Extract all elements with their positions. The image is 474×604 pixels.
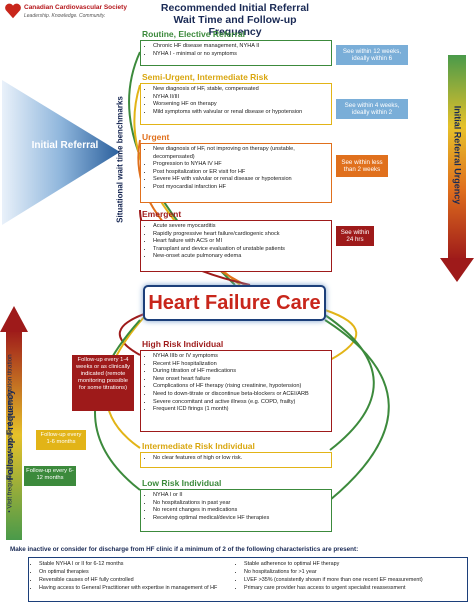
emergent-wait-tag: See within 24 hrs bbox=[336, 226, 374, 246]
list-item: NYHA II/III bbox=[153, 94, 327, 102]
routine-wait-tag: See within 12 weeks, ideally within 6 bbox=[336, 45, 408, 65]
benchmarks-label: Situational wait time benchmarks bbox=[115, 96, 125, 223]
list-item: Need to down-titrate or discontinue beta… bbox=[153, 391, 327, 399]
urgency-label: Initial Referral Urgency bbox=[452, 105, 463, 205]
org-name: Canadian Cardiovascular Society bbox=[24, 4, 127, 11]
list-item: No hospitalizations in past year bbox=[153, 500, 327, 508]
low-risk-heading: Low Risk Individual bbox=[142, 478, 222, 488]
medication-titration-note: • Visit frequency may increase during me… bbox=[6, 354, 14, 513]
list-item: Acute severe myocarditis bbox=[153, 223, 327, 231]
semi-urgent-wait-tag: See within 4 weeks, ideally within 2 bbox=[336, 99, 408, 119]
list-item: Receiving optimal medical/device HF ther… bbox=[153, 515, 327, 523]
list-item: Stable NYHA I or II for 6-12 months bbox=[39, 560, 232, 568]
low-risk-box: NYHA I or II No hospitalizations in past… bbox=[140, 489, 332, 532]
list-item: No clear features of high or low risk. bbox=[153, 455, 327, 463]
list-item: Primary care provider has access to urge… bbox=[244, 584, 465, 592]
title-line-2: Wait Time and Follow-up Frequency bbox=[173, 14, 297, 38]
list-item: Post myocardial infarction HF bbox=[153, 184, 327, 192]
list-item: No hospitalizations for >1 year bbox=[244, 568, 465, 576]
list-item: Severe HF with valvular or renal disease… bbox=[153, 176, 327, 184]
initial-referral-arrow bbox=[2, 80, 120, 225]
right-return-line-3 bbox=[324, 319, 390, 501]
semi-urgent-box: New diagnosis of HF, stable, compensated… bbox=[140, 83, 332, 125]
list-item: Chronic HF disease management, NYHA II bbox=[153, 43, 327, 51]
list-item: Having access to General Practitioner wi… bbox=[39, 584, 232, 592]
list-item: Worsening HF on therapy bbox=[153, 101, 327, 109]
initial-referral-label: Initial Referral bbox=[31, 140, 99, 151]
list-item: Mild symptoms with valvular or renal dis… bbox=[153, 109, 327, 117]
list-item: During titration of HF medications bbox=[153, 368, 327, 376]
urgency-arrow-head bbox=[440, 258, 474, 282]
list-item: Recent HF hospitalization bbox=[153, 361, 327, 369]
high-risk-heading: High Risk Individual bbox=[142, 339, 224, 349]
list-item: New onset heart failure bbox=[153, 376, 327, 384]
heart-logo-icon bbox=[5, 3, 21, 19]
discharge-title: Make inactive or consider for discharge … bbox=[10, 546, 359, 553]
discharge-left-column: Stable NYHA I or II for 6-12 months On o… bbox=[29, 558, 234, 592]
followup-arrow-shaft bbox=[6, 330, 22, 540]
page-title: Recommended Initial Referral Wait Time a… bbox=[150, 2, 320, 38]
org-tagline: Leadership. Knowledge. Community. bbox=[24, 13, 106, 19]
list-item: NYHA IIIb or IV symptoms bbox=[153, 353, 327, 361]
urgent-box: New diagnosis of HF, not improving on th… bbox=[140, 143, 332, 203]
followup-tag-low: Follow-up every 6-12 months bbox=[24, 466, 76, 486]
logo: Canadian Cardiovascular Society Leadersh… bbox=[4, 2, 144, 24]
high-risk-return-line bbox=[119, 311, 151, 356]
urgent-heading: Urgent bbox=[142, 132, 170, 142]
list-item: NYHA I - minimal or no symptoms bbox=[153, 51, 327, 59]
routine-heading: Routine, Elective Referral bbox=[142, 29, 245, 39]
list-item: Complications of HF therapy (rising crea… bbox=[153, 383, 327, 391]
list-item: Post hospitalization or ER visit for HF bbox=[153, 169, 327, 177]
intermediate-risk-box: No clear features of high or low risk. bbox=[140, 452, 332, 468]
list-item: New diagnosis of HF, stable, compensated bbox=[153, 86, 327, 94]
low-risk-return-line bbox=[94, 319, 141, 491]
right-return-line-1 bbox=[324, 309, 358, 361]
heart-failure-care-box: Heart Failure Care bbox=[143, 285, 326, 321]
discharge-right-column: Stable adherence to optimal HF therapy N… bbox=[234, 558, 467, 592]
list-item: LVEF >35% (consistently shown if more th… bbox=[244, 576, 465, 584]
discharge-box: Stable NYHA I or II for 6-12 months On o… bbox=[28, 557, 468, 602]
list-item: Frequent ICD firings (1 month) bbox=[153, 406, 327, 414]
medication-titration-text: Visit frequency may increase during medi… bbox=[6, 354, 14, 509]
list-item: No recent changes in medications bbox=[153, 507, 327, 515]
high-risk-box: NYHA IIIb or IV symptoms Recent HF hospi… bbox=[140, 350, 332, 432]
followup-arrow-head bbox=[0, 306, 28, 332]
right-return-line-2 bbox=[324, 314, 375, 451]
routine-box: Chronic HF disease management, NYHA II N… bbox=[140, 40, 332, 66]
list-item: New-onset acute pulmonary edema bbox=[153, 253, 327, 261]
list-item: Reversible causes of HF fully controlled bbox=[39, 576, 232, 584]
followup-tag-high: Follow-up every 1-4 weeks or as clinical… bbox=[72, 355, 134, 411]
urgent-wait-tag: See within less than 2 weeks bbox=[336, 155, 388, 177]
emergent-box: Acute severe myocarditis Rapidly progres… bbox=[140, 220, 332, 272]
list-item: NYHA I or II bbox=[153, 492, 327, 500]
emergent-heading: Emergent bbox=[142, 209, 182, 219]
list-item: Heart failure with ACS or MI bbox=[153, 238, 327, 246]
list-item: Progression to NYHA IV HF bbox=[153, 161, 327, 169]
list-item: Stable adherence to optimal HF therapy bbox=[244, 560, 465, 568]
followup-tag-intermediate: Follow-up every 1-6 months bbox=[36, 430, 86, 450]
semi-urgent-heading: Semi-Urgent, Intermediate Risk bbox=[142, 72, 269, 82]
urgency-arrow-shaft bbox=[448, 55, 466, 260]
title-line-1: Recommended Initial Referral bbox=[160, 2, 310, 14]
intermediate-risk-heading: Intermediate Risk Individual bbox=[142, 441, 255, 451]
list-item: Transplant and device evaluation of unst… bbox=[153, 246, 327, 254]
list-item: Severe concomitant and active illness (e… bbox=[153, 399, 327, 407]
list-item: Rapidly progressive heart failure/cardio… bbox=[153, 231, 327, 239]
list-item: On optimal therapies bbox=[39, 568, 232, 576]
list-item: New diagnosis of HF, not improving on th… bbox=[153, 146, 327, 161]
